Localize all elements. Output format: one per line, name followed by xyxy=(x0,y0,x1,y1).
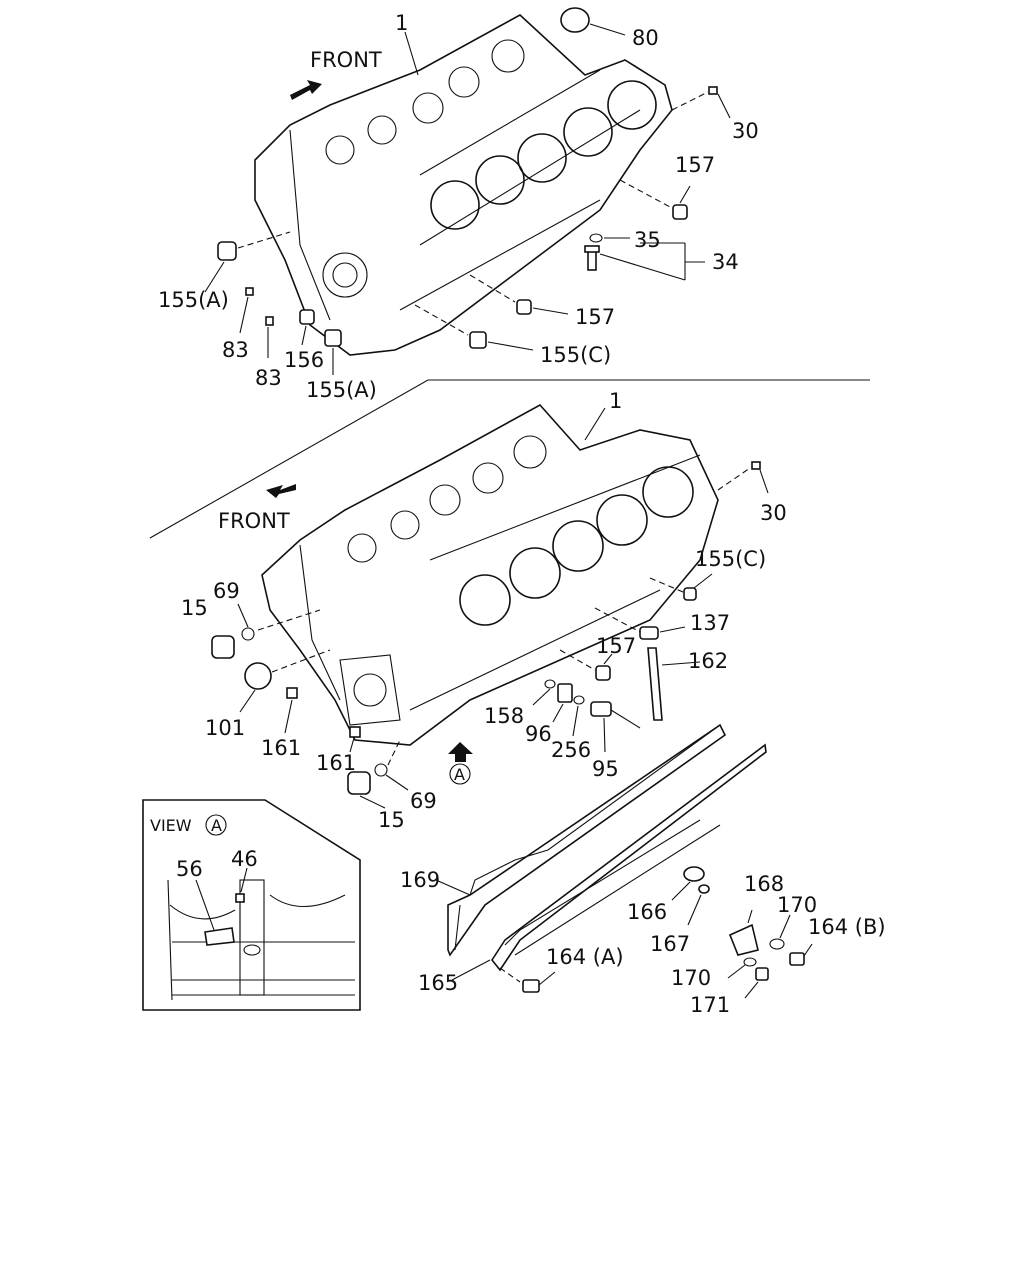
label-155c-top: 155(C) xyxy=(540,343,611,367)
label-161b: 161 xyxy=(316,751,356,775)
oil-pan-assembly xyxy=(435,723,813,999)
label-83a: 83 xyxy=(222,338,249,362)
label-156: 156 xyxy=(284,348,324,372)
label-157-low: 157 xyxy=(596,634,636,658)
engine-block-top xyxy=(254,14,673,356)
front-label-bottom: FRONT xyxy=(218,509,290,533)
view-label: VIEW xyxy=(150,816,192,835)
label-157-mid: 157 xyxy=(575,305,615,329)
label-164b: 164 (B) xyxy=(808,915,886,939)
label-167: 167 xyxy=(650,932,690,956)
bottom-small-parts xyxy=(211,407,769,809)
label-101: 101 xyxy=(205,716,245,740)
label-30-bottom: 30 xyxy=(760,501,787,525)
label-171: 171 xyxy=(690,993,730,1017)
label-170b: 170 xyxy=(671,966,711,990)
label-256: 256 xyxy=(551,738,591,762)
engine-block-bottom xyxy=(261,403,719,746)
front-arrow-top xyxy=(290,80,322,100)
label-96: 96 xyxy=(525,722,552,746)
label-165: 165 xyxy=(418,971,458,995)
label-69a: 69 xyxy=(213,579,240,603)
label-46: 46 xyxy=(231,847,258,871)
view-label-marker: A xyxy=(211,816,222,835)
label-155a-left: 155(A) xyxy=(158,288,229,312)
view-a-inset xyxy=(142,799,361,1011)
label-168: 168 xyxy=(744,872,784,896)
label-30-top: 30 xyxy=(732,119,759,143)
label-137: 137 xyxy=(690,611,730,635)
front-label-top: FRONT xyxy=(310,48,382,72)
label-1-bottom: 1 xyxy=(609,389,622,413)
label-155a-bottom: 155(A) xyxy=(306,378,377,402)
label-35: 35 xyxy=(634,228,661,252)
label-95: 95 xyxy=(592,757,619,781)
label-166: 166 xyxy=(627,900,667,924)
label-170a: 170 xyxy=(777,893,817,917)
label-69b: 69 xyxy=(410,789,437,813)
label-157-top: 157 xyxy=(675,153,715,177)
label-34: 34 xyxy=(712,250,739,274)
label-155c-bottom: 155(C) xyxy=(695,547,766,571)
label-15b: 15 xyxy=(378,808,405,832)
label-80: 80 xyxy=(632,26,659,50)
label-158: 158 xyxy=(484,704,524,728)
section-divider xyxy=(149,379,429,539)
view-a-marker: A xyxy=(454,765,465,784)
label-161a: 161 xyxy=(261,736,301,760)
label-15a: 15 xyxy=(181,596,208,620)
front-arrow-bottom xyxy=(266,484,296,498)
top-small-parts xyxy=(204,7,731,375)
label-162: 162 xyxy=(688,649,728,673)
label-56: 56 xyxy=(176,857,203,881)
label-83b: 83 xyxy=(255,366,282,390)
label-169: 169 xyxy=(400,868,440,892)
view-a-arrow xyxy=(448,742,473,785)
label-164a: 164 (A) xyxy=(546,945,624,969)
label-1-top: 1 xyxy=(395,11,408,35)
